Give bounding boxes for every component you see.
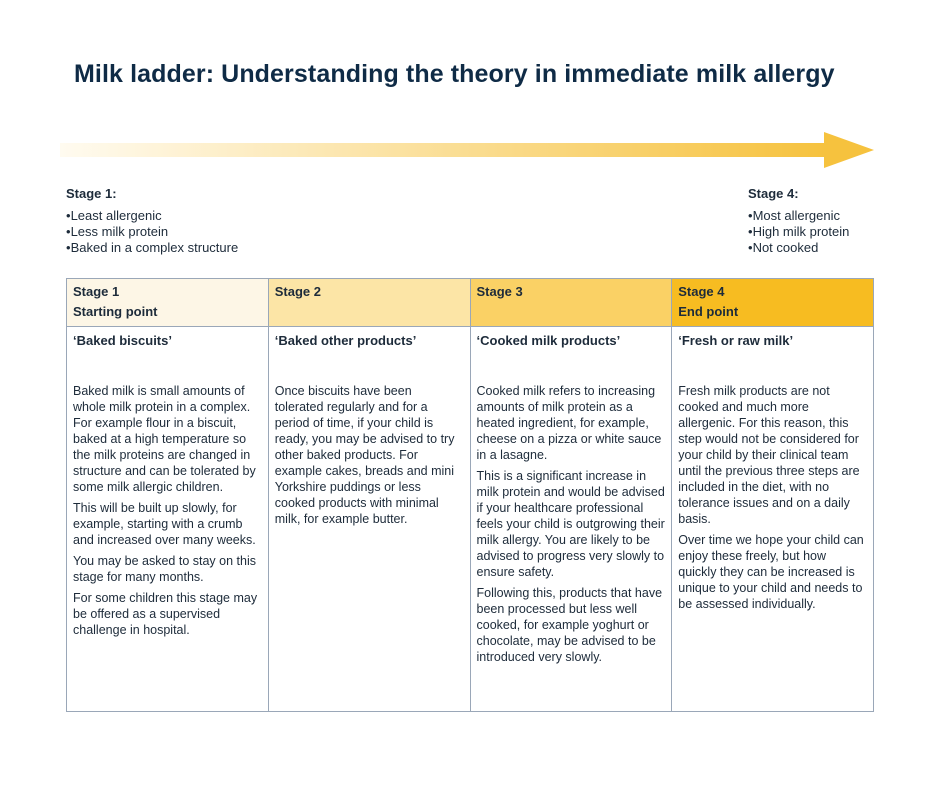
stage-1-summary-list: Least allergenic Less milk protein Baked… [66, 208, 239, 256]
progression-arrow [60, 132, 874, 168]
stage-1-summary: Stage 1: Least allergenic Less milk prot… [66, 186, 238, 256]
stage-2-product: ‘Baked other products’ [274, 333, 417, 348]
stage-3-product: ‘Cooked milk products’ [476, 333, 621, 348]
stage-3-paragraph: Following this, products that have been … [476, 586, 663, 664]
stage-1-product: ‘Baked biscuits’ [73, 333, 172, 348]
stage-1-paragraph: Baked milk is small amounts of whole mil… [73, 384, 256, 494]
stage-2-cell: ‘Baked other products’ Once biscuits hav… [267, 326, 471, 712]
stage-3-paragraph: This is a significant increase in milk p… [476, 469, 665, 579]
stage-1-paragraph: You may be asked to stay on this stage f… [73, 554, 256, 584]
stage-1-summary-bullet: Less milk protein [66, 224, 238, 240]
stage-4-summary-list: Most allergenic High milk protein Not co… [748, 208, 850, 256]
stage-2-label: Stage 2 [274, 284, 321, 299]
stage-2-header: Stage 2 [267, 278, 471, 327]
stage-4-label: Stage 4 [678, 284, 725, 299]
page-title: Milk ladder: Understanding the theory in… [74, 60, 835, 88]
arrow-head [824, 132, 874, 168]
stage-4-summary-bullet: Not cooked [748, 240, 849, 256]
stage-4-subtitle: End point [678, 304, 739, 319]
stage-4-summary: Stage 4: Most allergenic High milk prote… [748, 186, 849, 256]
stage-1-cell: ‘Baked biscuits’ Baked milk is small amo… [66, 326, 269, 712]
stage-2-paragraph: Once biscuits have been tolerated regula… [274, 384, 455, 526]
milk-ladder-table: Stage 1 Starting point Stage 2 Stage 3 S… [66, 278, 874, 712]
stage-4-summary-heading: Stage 4: [748, 186, 799, 201]
stage-4-product: ‘Fresh or raw milk’ [678, 333, 794, 348]
table-body-row: ‘Baked biscuits’ Baked milk is small amo… [66, 326, 874, 712]
stage-1-paragraph: This will be built up slowly, for exampl… [73, 501, 256, 547]
stage-1-subtitle: Starting point [73, 304, 158, 319]
stage-4-summary-bullet: High milk protein [748, 224, 850, 240]
stage-3-paragraph: Cooked milk refers to increasing amounts… [476, 384, 662, 462]
arrow-shaft [60, 143, 828, 157]
stage-4-summary-bullet: Most allergenic [748, 208, 849, 224]
stage-1-summary-bullet: Least allergenic [66, 208, 238, 224]
stage-1-summary-bullet: Baked in a complex structure [66, 240, 239, 256]
stage-4-paragraph: Fresh milk products are not cooked and m… [678, 384, 860, 526]
stage-1-header: Stage 1 Starting point [66, 278, 269, 327]
stage-1-summary-heading: Stage 1: [66, 186, 117, 201]
stage-4-cell: ‘Fresh or raw milk’ Fresh milk products … [671, 326, 874, 712]
stage-3-label: Stage 3 [476, 284, 523, 299]
stage-4-paragraph: Over time we hope your child can enjoy t… [678, 533, 864, 611]
stage-3-header: Stage 3 [469, 278, 673, 327]
stage-3-cell: ‘Cooked milk products’ Cooked milk refer… [469, 326, 673, 712]
stage-4-header: Stage 4 End point [671, 278, 874, 327]
stage-1-paragraph: For some children this stage may be offe… [73, 591, 258, 637]
stage-1-label: Stage 1 [73, 284, 120, 299]
table-header-row: Stage 1 Starting point Stage 2 Stage 3 S… [66, 278, 874, 327]
